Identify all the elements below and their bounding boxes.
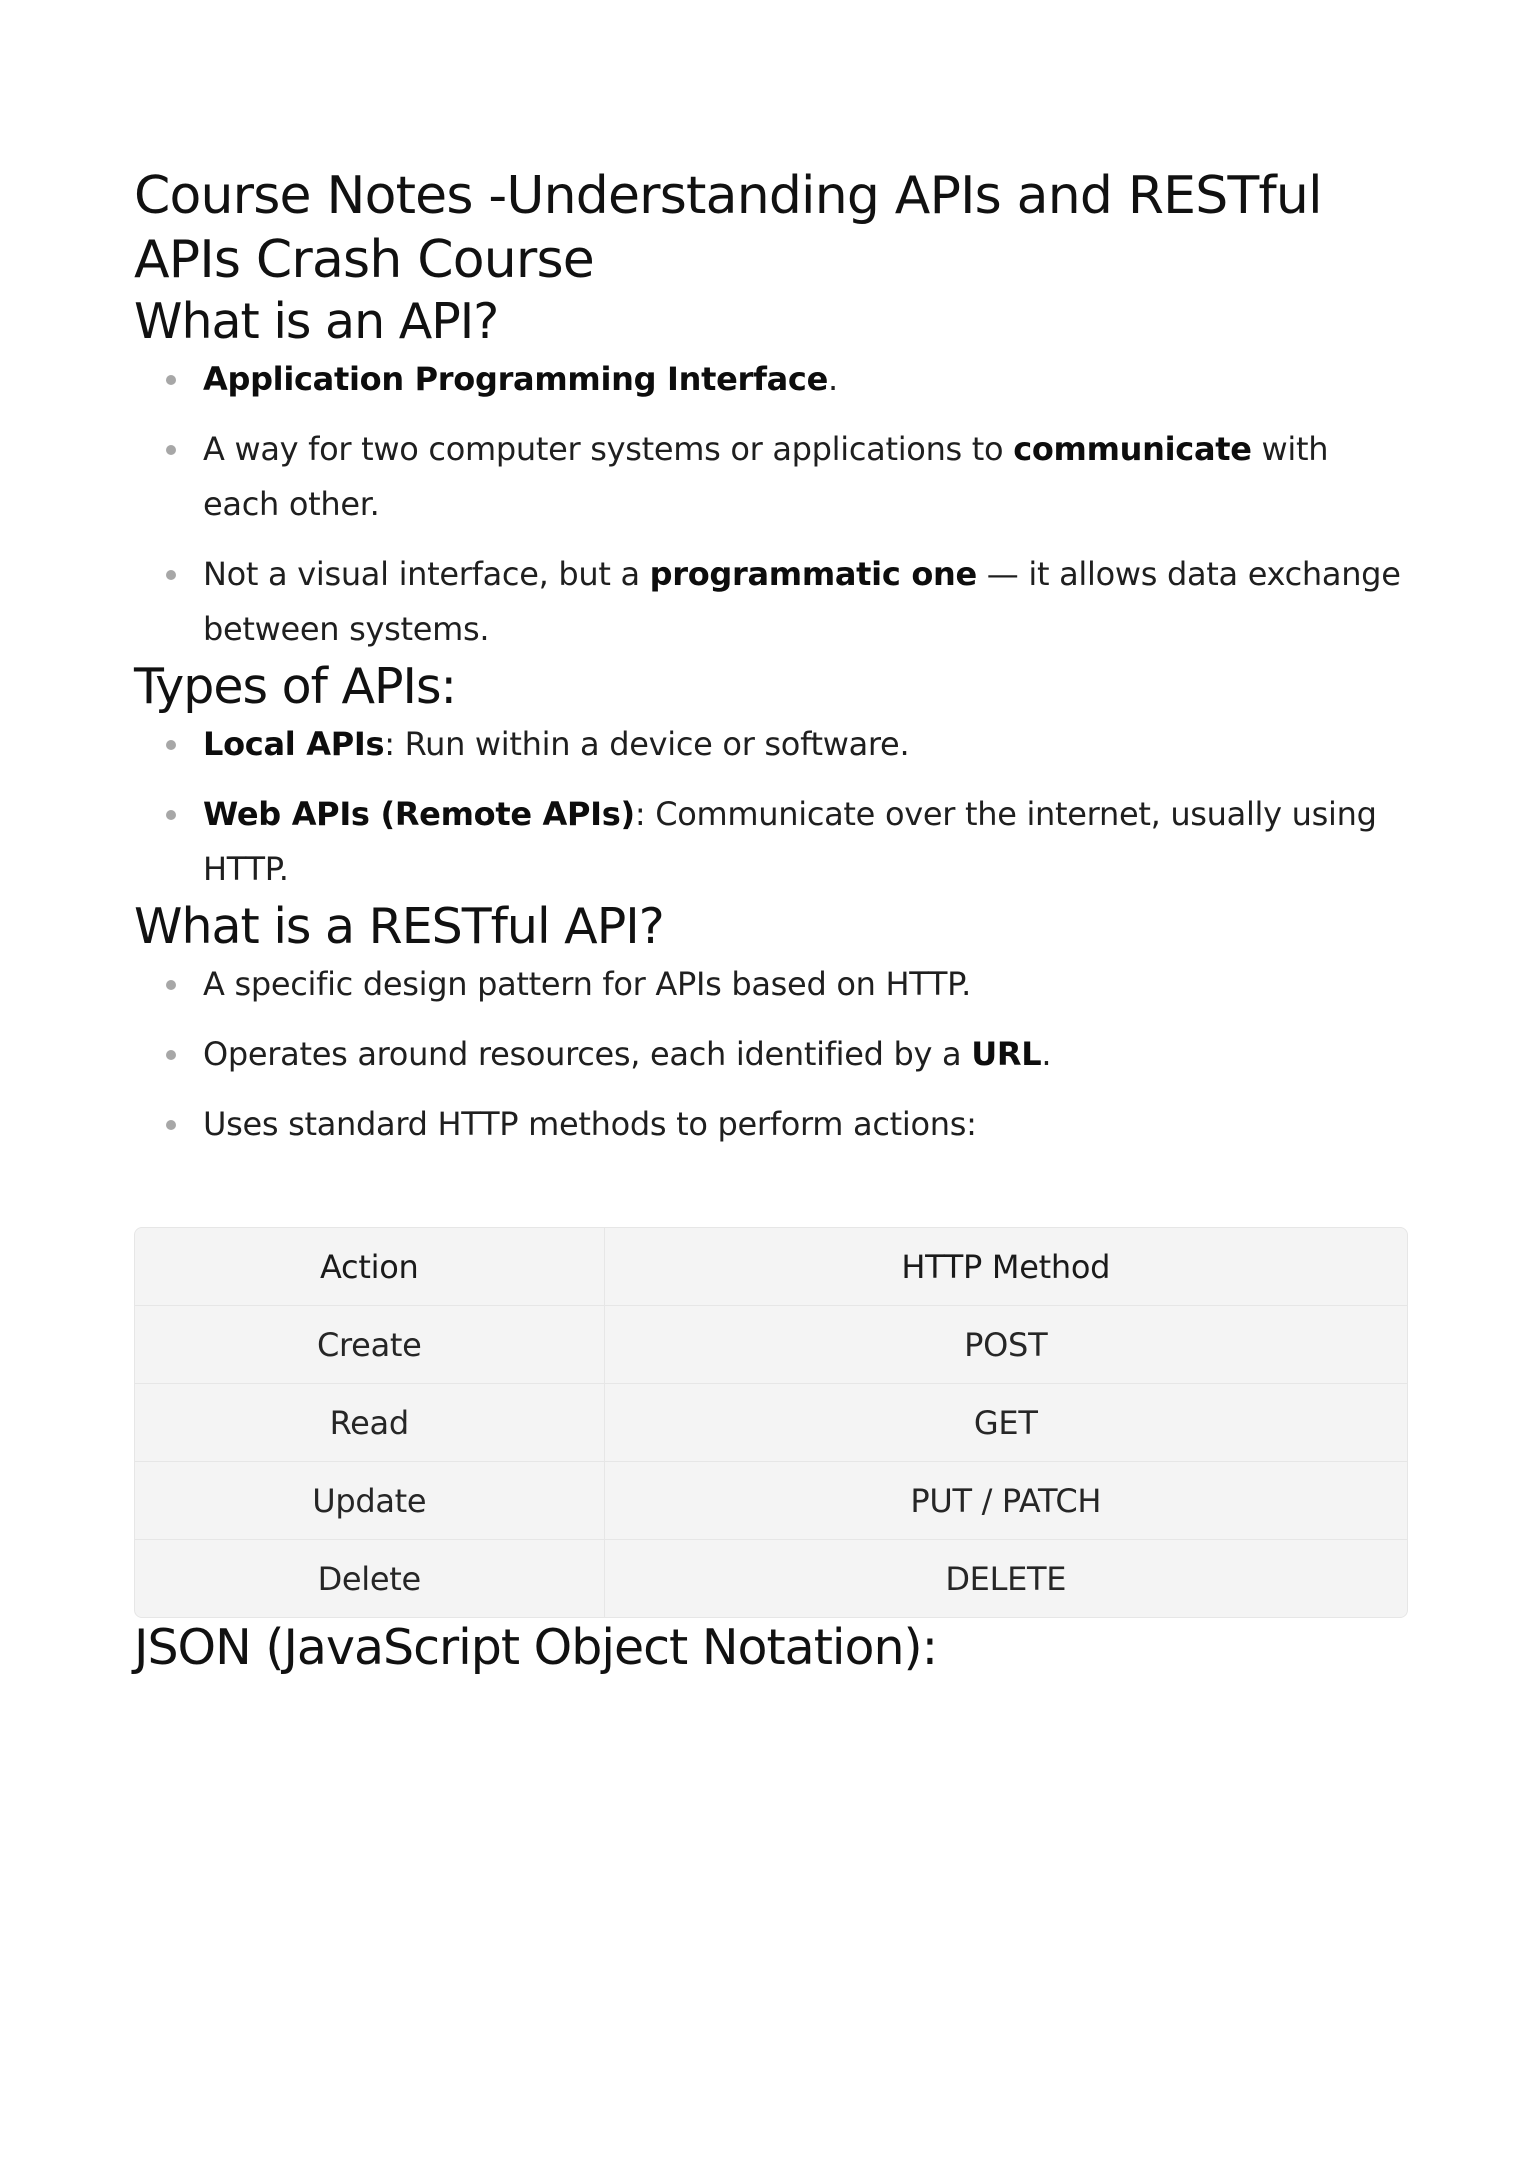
bullet-dot-icon	[166, 1050, 176, 1060]
item-text-before: Operates around resources, each identifi…	[203, 1035, 972, 1073]
list-item: Not a visual interface, but a programmat…	[134, 547, 1406, 657]
bullet-dot-icon	[166, 445, 176, 455]
bullet-dot-icon	[166, 1120, 176, 1130]
item-text-before: Uses standard HTTP methods to perform ac…	[203, 1105, 977, 1143]
bullet-dot-icon	[166, 740, 176, 750]
item-text-before: Not a visual interface, but a	[203, 555, 650, 593]
cell-action: Create	[135, 1305, 605, 1384]
bold-term: Web APIs (Remote APIs)	[203, 795, 635, 833]
item-text-after: .	[1041, 1035, 1052, 1073]
item-text-after: : Communicate over the internet, usually…	[203, 795, 1377, 888]
bold-term: programmatic one	[649, 555, 978, 593]
list-item: Local APIs: Run within a device or softw…	[134, 717, 1406, 772]
list-item: Application Programming Interface.	[134, 352, 1406, 407]
heading-types-of-apis: Types of APIs:	[134, 658, 457, 715]
item-text-after: with each other.	[203, 430, 1329, 523]
column-header-action: Action	[135, 1228, 605, 1306]
bullet-dot-icon	[166, 980, 176, 990]
cell-http-method: POST	[604, 1305, 1407, 1384]
list-types-of-apis: Local APIs: Run within a device or softw…	[134, 717, 1406, 897]
list-item: A specific design pattern for APIs based…	[134, 957, 1406, 1012]
item-text-after: — it allows data exchange between system…	[203, 555, 1401, 648]
table-row: Update PUT / PATCH	[135, 1461, 1407, 1540]
heading-json: JSON (JavaScript Object Notation):	[134, 1619, 938, 1676]
bullet-dot-icon	[166, 375, 176, 385]
cell-action: Delete	[135, 1539, 605, 1617]
bold-term: Application Programming Interface	[203, 360, 828, 398]
methods-table: Action HTTP Method Create POST Read GET …	[135, 1228, 1407, 1617]
item-text-after: : Run within a device or software.	[384, 725, 910, 763]
list-item: Uses standard HTTP methods to perform ac…	[134, 1097, 1406, 1152]
heading-what-is-api: What is an API?	[134, 293, 499, 350]
heading-restful-api: What is a RESTful API?	[134, 898, 665, 955]
bullet-dot-icon	[166, 570, 176, 580]
column-header-http-method: HTTP Method	[604, 1228, 1407, 1306]
table-header-row: Action HTTP Method	[135, 1228, 1407, 1306]
item-text-before: A way for two computer systems or applic…	[203, 430, 1014, 468]
cell-http-method: GET	[604, 1383, 1407, 1462]
list-item: A way for two computer systems or applic…	[134, 422, 1406, 532]
table-row: Read GET	[135, 1383, 1407, 1462]
list-restful-api: A specific design pattern for APIs based…	[134, 957, 1406, 1152]
bold-term: communicate	[1013, 430, 1252, 468]
list-what-is-api: Application Programming Interface. A way…	[134, 352, 1406, 657]
item-text-after: .	[828, 360, 838, 398]
cell-action: Update	[135, 1461, 605, 1540]
list-item: Operates around resources, each identifi…	[134, 1027, 1406, 1082]
bold-term: URL	[971, 1035, 1042, 1073]
table-row: Delete DELETE	[135, 1539, 1407, 1617]
cell-http-method: PUT / PATCH	[604, 1461, 1407, 1540]
table-row: Create POST	[135, 1305, 1407, 1384]
cell-action: Read	[135, 1383, 605, 1462]
item-text-before: A specific design pattern for APIs based…	[203, 965, 972, 1003]
bold-term: Local APIs	[203, 725, 385, 763]
http-methods-table: Action HTTP Method Create POST Read GET …	[134, 1227, 1408, 1618]
cell-http-method: DELETE	[945, 1559, 1067, 1598]
bullet-dot-icon	[166, 810, 176, 820]
document-title: Course Notes -Understanding APIs and RES…	[134, 166, 1323, 290]
list-item: Web APIs (Remote APIs): Communicate over…	[134, 787, 1406, 897]
